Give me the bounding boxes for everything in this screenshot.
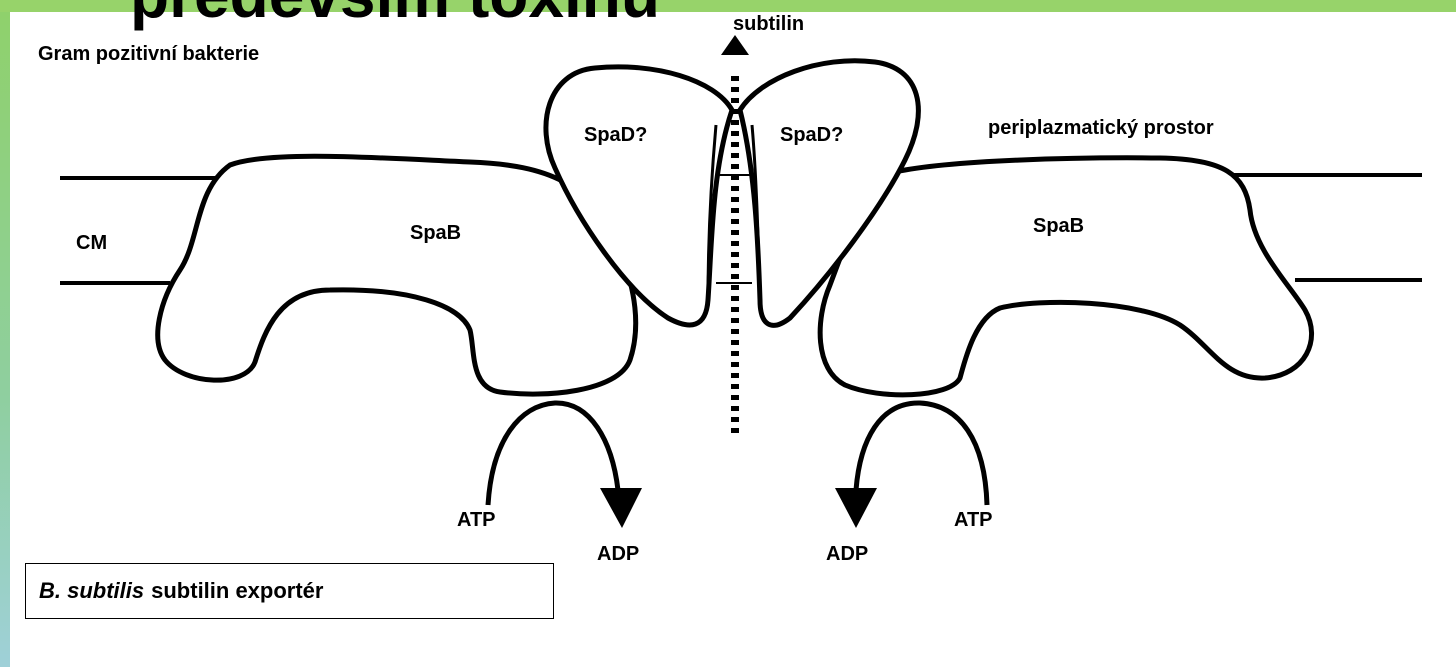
caption-text: subtilin exportér [151, 578, 323, 604]
subtilin-arrowhead-icon [721, 35, 749, 55]
spab-right-label: SpaB [1033, 215, 1084, 237]
periplasm-label: periplazmatický prostor [988, 117, 1214, 139]
membrane-label: CM [76, 232, 107, 254]
caption-box: B. subtilis subtilin exportér [25, 563, 554, 619]
spad-right-label: SpaD? [780, 124, 843, 146]
adp-left-label: ADP [597, 543, 639, 565]
atp-right-label: ATP [954, 509, 993, 531]
subtilin-label: subtilin [733, 13, 804, 35]
atp-left-label: ATP [457, 509, 496, 531]
caption-organism: B. subtilis [39, 578, 144, 604]
spab-right-shape [820, 158, 1311, 395]
arrowhead-left-icon [600, 488, 642, 528]
adp-right-label: ADP [826, 543, 868, 565]
organism-label: Gram pozitivní bakterie [38, 43, 259, 65]
spad-left-label: SpaD? [584, 124, 647, 146]
arrowhead-right-icon [835, 488, 877, 528]
spab-left-label: SpaB [410, 222, 461, 244]
atp-hydrolysis-left [488, 403, 642, 528]
